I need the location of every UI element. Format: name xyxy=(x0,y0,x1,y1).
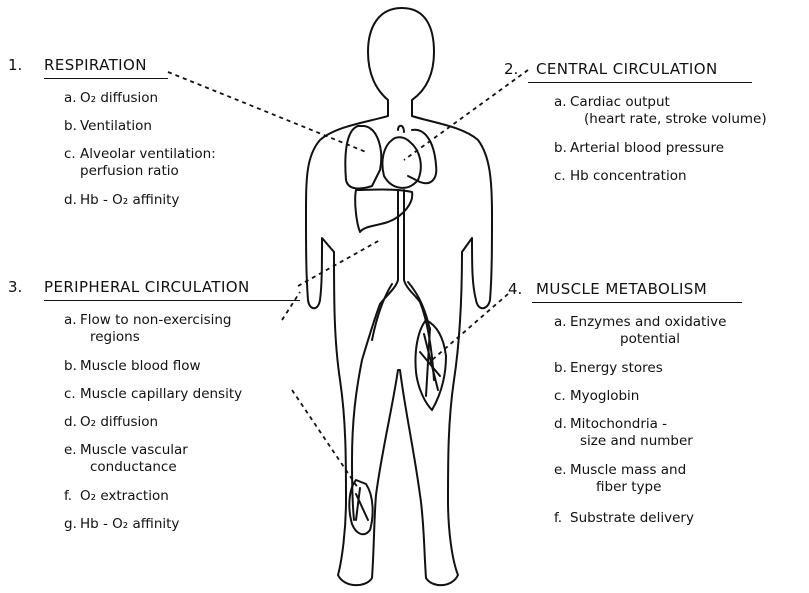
section-1-item: d.Hb - O₂ affinity xyxy=(64,192,179,209)
section-3-item: c.Muscle capillary density xyxy=(64,386,242,403)
leader-peripheral-a xyxy=(282,292,300,320)
section-4-item: c.Myoglobin xyxy=(554,388,639,405)
section-3-item: f.O₂ extraction xyxy=(64,488,169,505)
section-3-item: b.Muscle blood flow xyxy=(64,358,201,375)
section-2-item: a.Cardiac output(heart rate, stroke volu… xyxy=(554,94,767,128)
section-4-item: d.Mitochondria -size and number xyxy=(554,416,693,450)
section-4-rule xyxy=(532,302,742,303)
section-3-item: g.Hb - O₂ affinity xyxy=(64,516,179,533)
section-3-title: PERIPHERAL CIRCULATION xyxy=(44,278,250,296)
section-2-item: c.Hb concentration xyxy=(554,168,687,185)
section-3-item: d.O₂ diffusion xyxy=(64,414,158,431)
section-1-item: c.Alveolar ventilation:perfusion ratio xyxy=(64,146,216,180)
section-1-rule xyxy=(44,78,168,79)
leader-central xyxy=(404,70,528,160)
section-3-rule xyxy=(44,300,300,301)
section-4-title: MUSCLE METABOLISM xyxy=(536,280,707,298)
section-3-number: 3. xyxy=(8,278,22,296)
section-2-item: b.Arterial blood pressure xyxy=(554,140,724,157)
section-4-number: 4. xyxy=(508,280,522,298)
section-4-item: b.Energy stores xyxy=(554,360,663,377)
section-2-number: 2. xyxy=(504,60,518,78)
leader-peripheral-c xyxy=(292,390,358,488)
left-lung xyxy=(345,126,381,188)
right-lung xyxy=(408,130,436,183)
section-2-rule xyxy=(528,82,752,83)
body-outline xyxy=(306,8,492,585)
section-2-title: CENTRAL CIRCULATION xyxy=(536,60,718,78)
leader-muscle xyxy=(432,294,508,360)
leader-peripheral xyxy=(298,240,380,286)
leader-respiration xyxy=(168,72,366,152)
section-1-number: 1. xyxy=(8,56,22,74)
aorta xyxy=(352,190,398,520)
section-1-title: RESPIRATION xyxy=(44,56,147,74)
section-1-item: b.Ventilation xyxy=(64,118,152,135)
section-1-item: a.O₂ diffusion xyxy=(64,90,158,107)
section-4-item: f.Substrate delivery xyxy=(554,510,694,527)
